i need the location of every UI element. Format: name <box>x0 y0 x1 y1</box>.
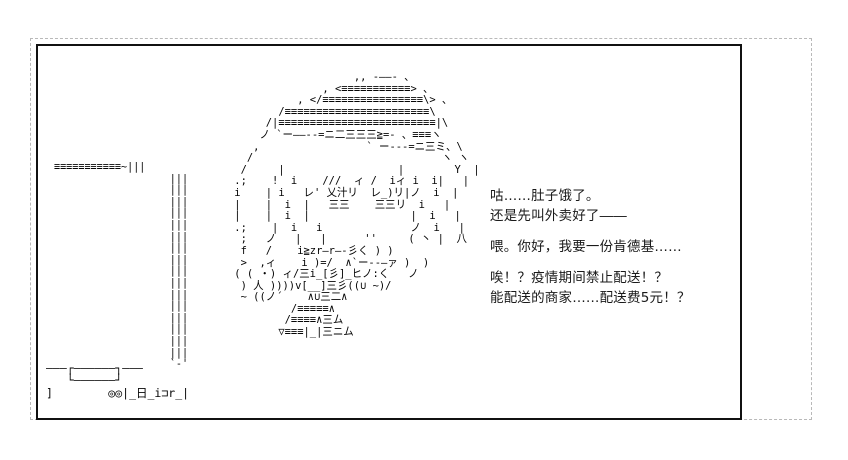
dialogue-line: 能配送的商家……配送费5元！？ <box>490 290 691 306</box>
ascii-art-character: ,, -――- 、 , <≡≡≡≡≡≡≡≡≡≡≡> 、 , </≡≡≡≡≡≡≡≡… <box>234 70 480 339</box>
dialogue-paragraph: 唉！？疫情期间禁止配送！？ 能配送的商家……配送费5元！？ <box>490 268 740 308</box>
dialogue-line: 咕……肚子饿了。 <box>490 188 600 204</box>
dialogue-line: 还是先叫外卖好了―― <box>490 208 627 224</box>
scene-panel-border-right <box>740 44 742 420</box>
dialogue-text-block: 咕……肚子饿了。 还是先叫外卖好了―― 喂。你好，我要一份肯德基…… 唉！？疫情… <box>490 186 740 308</box>
dialogue-line: 喂。你好，我要一份肯德基…… <box>490 239 682 255</box>
ascii-art-curtain: ≡≡≡≡≡≡≡≡≡≡≡~||| ||| ||| ||| ||| ||| ||| … <box>54 160 189 371</box>
dialogue-line: 唉！？疫情期间禁止配送！？ <box>490 270 669 286</box>
scene-panel-border <box>36 44 742 420</box>
dialogue-paragraph: 喂。你好，我要一份肯德基…… <box>490 237 740 257</box>
dialogue-paragraph: 咕……肚子饿了。 还是先叫外卖好了―― <box>490 186 740 226</box>
ascii-art-desk: ―――┌――――――┐――― └――――――┘ ] ◎◎|_日_i⊐r_| <box>46 360 190 400</box>
